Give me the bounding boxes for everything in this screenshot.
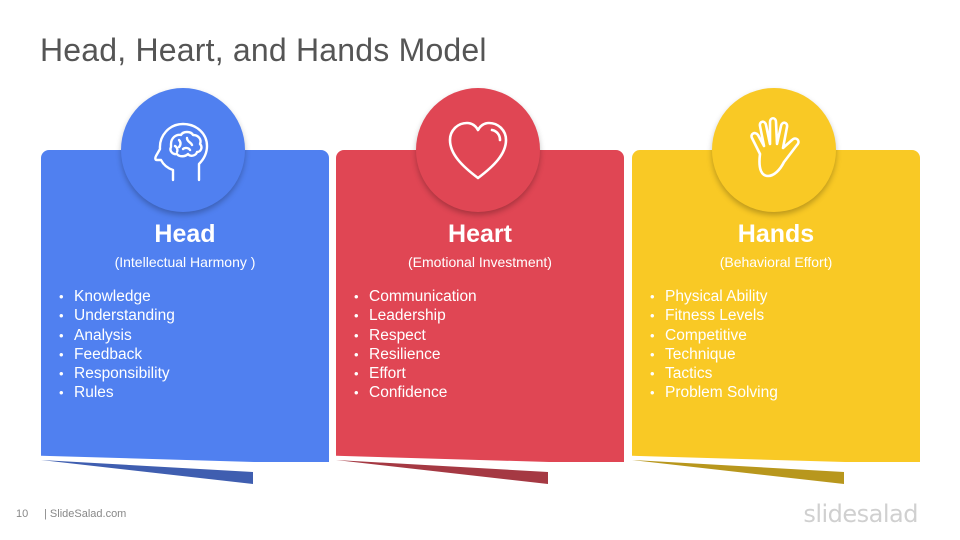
card-hands-subtitle: (Behavioral Effort): [719, 254, 833, 270]
list-item: Effort: [354, 364, 477, 384]
list-item: Communication: [354, 287, 477, 307]
card-hands-title: Hands: [737, 220, 815, 248]
card-hands-fold: [632, 460, 844, 484]
hand-icon: [750, 116, 800, 178]
list-item: Feedback: [59, 345, 175, 365]
list-item: Confidence: [354, 383, 477, 403]
card-hands-badge: [712, 88, 836, 212]
card-heart-panel: Heart (Emotional Investment) Communicati…: [336, 150, 624, 462]
list-item: Rules: [59, 383, 175, 403]
card-head-badge: [121, 88, 245, 212]
list-item: Tactics: [650, 364, 778, 384]
list-item: Analysis: [59, 326, 175, 346]
list-item: Resilience: [354, 345, 477, 365]
card-head-title: Head: [154, 220, 216, 248]
card-head-subtitle: (Intellectual Harmony ): [114, 254, 256, 270]
footer-site-link[interactable]: | SlideSalad.com: [44, 508, 127, 520]
card-hands-panel: Hands (Behavioral Effort) Physical Abili…: [632, 150, 920, 462]
page-number: 10: [16, 508, 29, 520]
card-hands: Hands (Behavioral Effort) Physical Abili…: [632, 88, 920, 488]
card-head: Head (Intellectual Harmony ) Knowledge U…: [41, 88, 329, 488]
card-heart: Heart (Emotional Investment) Communicati…: [336, 88, 624, 488]
card-heart-badge: [416, 88, 540, 212]
card-hands-list: Physical Ability Fitness Levels Competit…: [650, 287, 778, 403]
list-item: Knowledge: [59, 287, 175, 307]
card-heart-subtitle: (Emotional Investment): [408, 254, 552, 270]
heart-icon: [448, 121, 508, 180]
list-item: Competitive: [650, 326, 778, 346]
card-heart-title: Heart: [448, 220, 512, 248]
list-item: Understanding: [59, 306, 175, 326]
card-heart-list: Communication Leadership Respect Resilie…: [354, 287, 477, 403]
card-head-fold: [41, 460, 253, 484]
list-item: Problem Solving: [650, 383, 778, 403]
list-item: Responsibility: [59, 364, 175, 384]
list-item: Respect: [354, 326, 477, 346]
card-heart-fold: [336, 460, 548, 484]
slide-title: Head, Heart, and Hands Model: [40, 32, 487, 68]
card-head-list: Knowledge Understanding Analysis Feedbac…: [59, 287, 175, 403]
list-item: Leadership: [354, 306, 477, 326]
list-item: Technique: [650, 345, 778, 365]
slidesalad-logo: slidesalad: [803, 500, 918, 528]
brain-head-icon: [154, 122, 209, 182]
list-item: Physical Ability: [650, 287, 778, 307]
list-item: Fitness Levels: [650, 306, 778, 326]
